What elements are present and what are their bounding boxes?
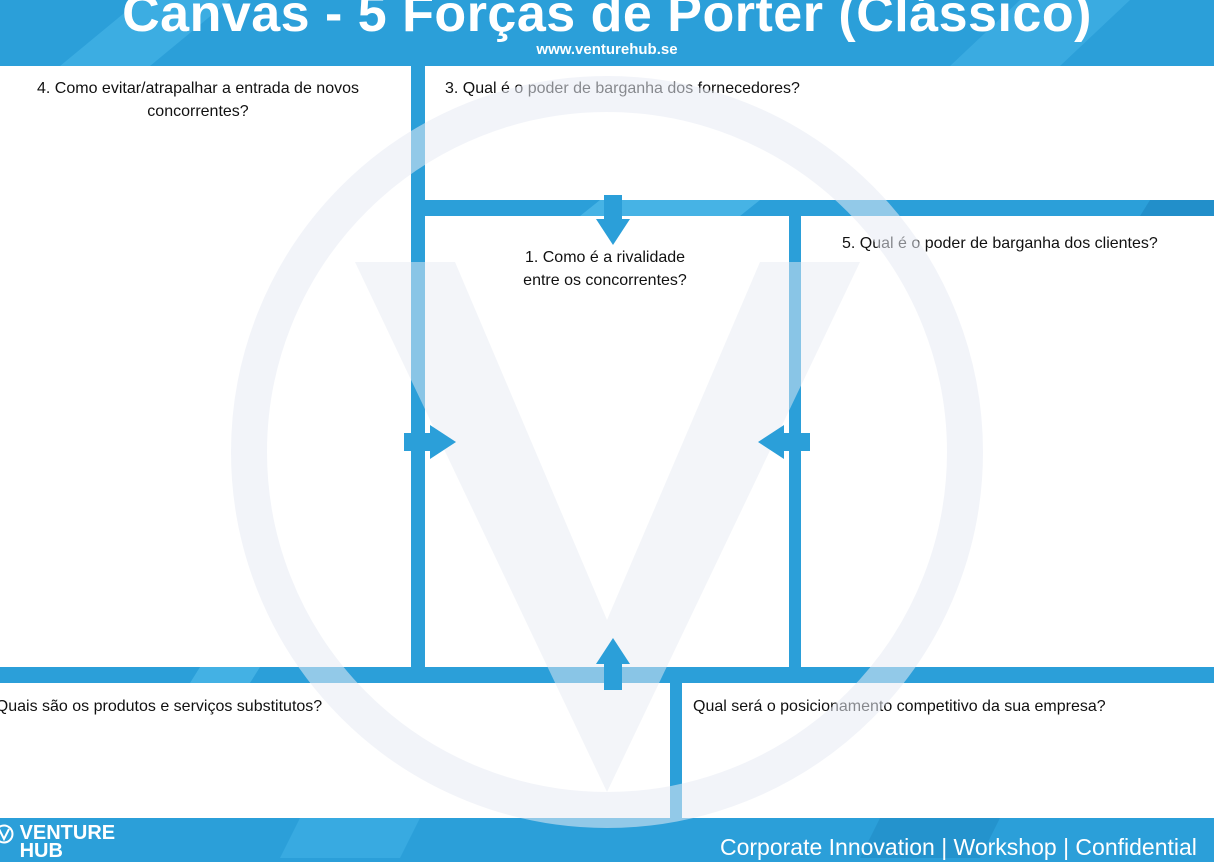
arrow-right-icon [404,425,456,459]
website-url: www.venturehub.se [536,41,678,58]
arrow-up-icon [596,638,630,690]
panel-customers[interactable]: 5. Qual é o poder de barganha dos client… [801,216,1214,667]
panel-suppliers-label: 3. Qual é o poder de barganha dos fornec… [445,80,800,97]
panel-substitutes-label: 2. Quais são os produtos e serviços subs… [0,698,323,715]
panel-new-entrants-label: 4. Como evitar/atrapalhar a entrada de n… [37,80,359,120]
page-title: Canvas - 5 Forças de Porter (Clássico) [122,0,1092,43]
logo-line2: HUB [19,840,63,862]
panel-rivalry[interactable]: 1. Como é a rivalidade entre os concorre… [425,216,789,667]
arrow-left-icon [758,425,810,459]
panel-new-entrants[interactable]: 4. Como evitar/atrapalhar a entrada de n… [0,66,411,667]
panel-substitutes[interactable]: 2. Quais são os produtos e serviços subs… [0,683,670,818]
panel-rivalry-label: 1. Como é a rivalidade entre os concorre… [523,249,687,289]
logo-line1: VENTURE [19,822,116,844]
logo-mark-icon [0,824,14,844]
panel-positioning[interactable]: Qual será o posicionamento competitivo d… [682,683,1214,818]
footer-tagline: Corporate Innovation | Workshop | Confid… [720,834,1197,860]
panel-suppliers[interactable]: 3. Qual é o poder de barganha dos fornec… [425,66,1214,200]
panel-customers-label: 5. Qual é o poder de barganha dos client… [842,235,1158,252]
venturehub-logo: VENTURE HUB [0,822,116,862]
panel-positioning-label: Qual será o posicionamento competitivo d… [693,698,1106,715]
arrow-down-icon [596,195,630,245]
